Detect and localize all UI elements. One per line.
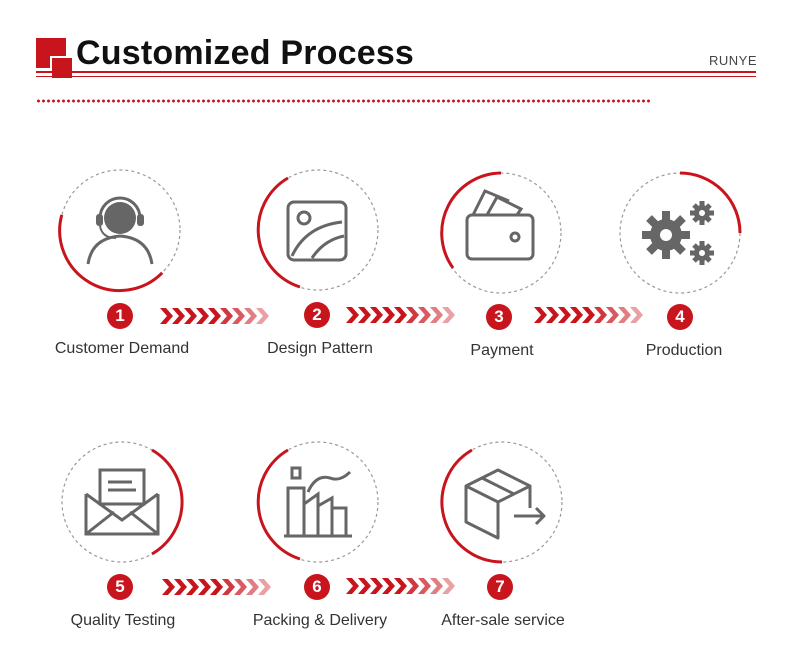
step-2-ring bbox=[256, 169, 379, 291]
step-3-number: 3 bbox=[486, 304, 512, 330]
step-4-label: Production bbox=[645, 342, 723, 359]
gears-icon bbox=[642, 201, 714, 265]
step-1-label: Customer Demand bbox=[54, 340, 190, 357]
arrows-6-7 bbox=[346, 578, 455, 594]
arrows-5-6 bbox=[162, 579, 271, 595]
step-2-number: 2 bbox=[304, 302, 330, 328]
step-5-number: 5 bbox=[107, 574, 133, 600]
step-6-number: 6 bbox=[304, 574, 330, 600]
step-1-number: 1 bbox=[107, 303, 133, 329]
step-4-ring bbox=[619, 171, 742, 294]
step-5-label: Quality Testing bbox=[70, 612, 176, 629]
header-underline-thin bbox=[36, 76, 756, 77]
step-5-ring bbox=[61, 441, 184, 563]
wallet-icon bbox=[465, 189, 535, 261]
header-underline bbox=[36, 71, 756, 73]
step-6-ring bbox=[256, 441, 379, 563]
arrows-1-2 bbox=[160, 308, 269, 324]
step-7-ring bbox=[440, 441, 563, 564]
step-3-ring bbox=[440, 171, 562, 294]
step-3-label: Payment bbox=[470, 342, 534, 359]
dotted-divider bbox=[36, 99, 650, 103]
arrows-2-3 bbox=[346, 307, 455, 323]
step-4-number: 4 bbox=[667, 304, 693, 330]
arrows-3-4 bbox=[534, 307, 643, 323]
step-1-ring bbox=[58, 169, 181, 292]
image-picture-icon bbox=[286, 200, 348, 262]
page-title: Customized Process bbox=[76, 34, 415, 72]
open-envelope-icon bbox=[84, 468, 160, 536]
step-7-label: After-sale service bbox=[441, 612, 565, 629]
box-arrow-icon bbox=[464, 468, 546, 540]
factory-icon bbox=[284, 466, 352, 538]
step-2-label: Design Pattern bbox=[267, 340, 373, 357]
brand-name: RUNYE bbox=[708, 53, 757, 68]
step-7-number: 7 bbox=[487, 574, 513, 600]
step-6-label: Packing & Delivery bbox=[252, 612, 388, 629]
headset-agent-icon bbox=[86, 196, 154, 265]
